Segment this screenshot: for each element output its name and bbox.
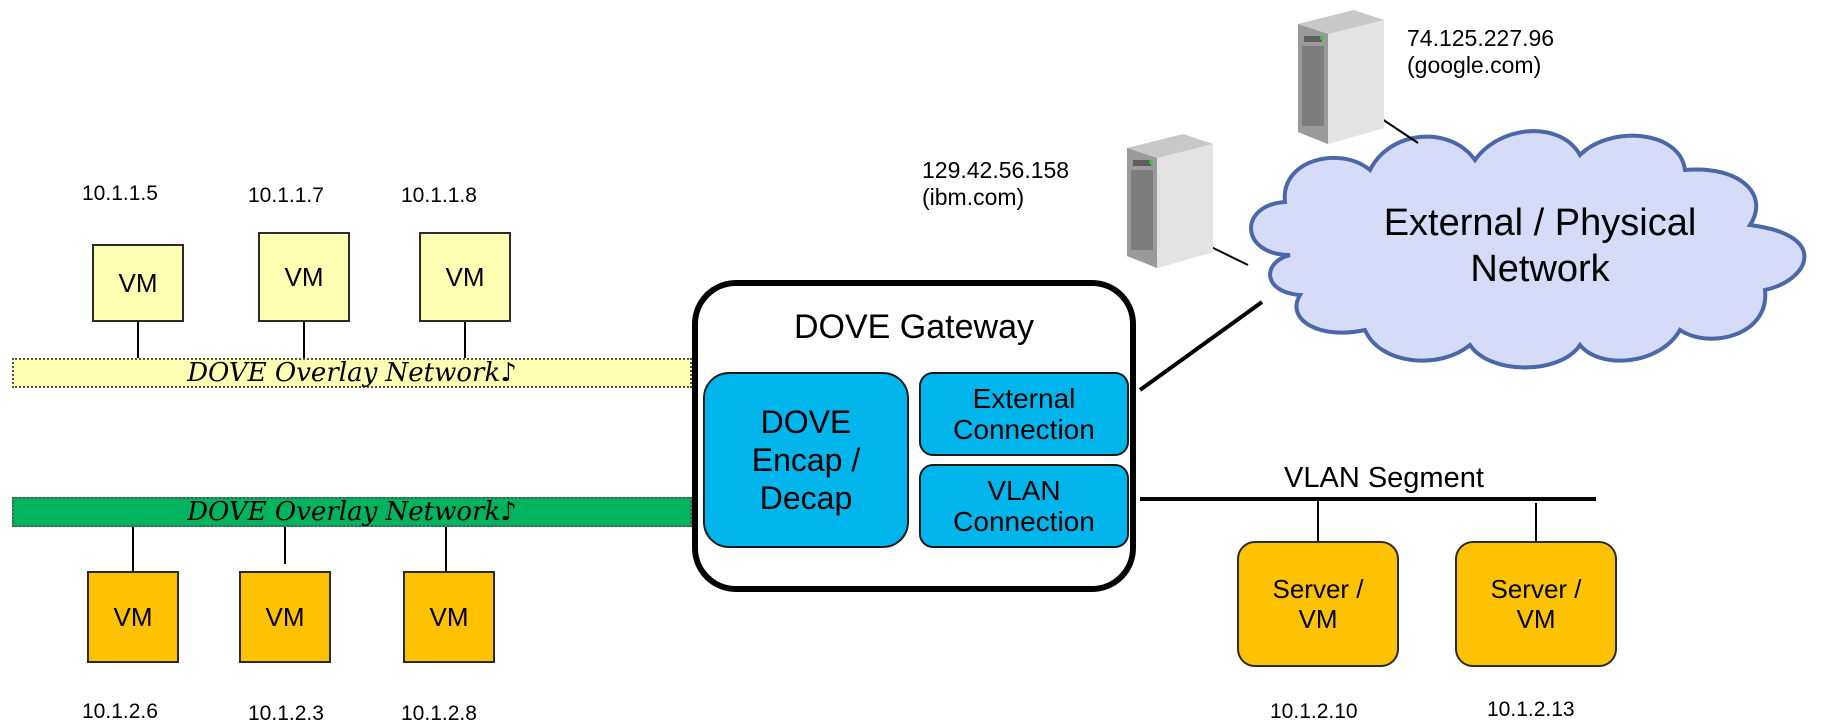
connector-line bbox=[1138, 300, 1264, 392]
server-vm-node[interactable]: Server /VM bbox=[1455, 541, 1617, 667]
external-connection-block[interactable]: External Connection bbox=[919, 372, 1129, 456]
vm-node[interactable]: VM bbox=[403, 571, 495, 663]
overlay-network-band-bottom: DOVE Overlay Network♪ bbox=[12, 497, 692, 527]
server-tower-icon bbox=[1298, 10, 1384, 144]
vlan-connection-block[interactable]: VLAN Connection bbox=[919, 464, 1129, 548]
external-network-label: External / Physical Network bbox=[1383, 202, 1697, 290]
gateway-title: DOVE Gateway bbox=[794, 308, 1034, 346]
vm-node[interactable]: VM bbox=[258, 232, 350, 322]
server-ip-label: 129.42.56.158 (ibm.com) bbox=[922, 157, 1070, 210]
vm-ip-label: 10.1.2.6 bbox=[82, 700, 158, 723]
dove-gateway[interactable]: DOVE Gateway DOVE Encap / Decap External… bbox=[692, 280, 1136, 592]
encap-line: DOVE bbox=[760, 404, 852, 440]
encap-line: Encap / bbox=[751, 442, 861, 478]
encap-line: Decap bbox=[759, 480, 853, 516]
vm-ip-label: 10.1.1.7 bbox=[248, 184, 324, 207]
vlan-connection-line: Connection bbox=[953, 506, 1095, 537]
vm-node[interactable]: VM bbox=[419, 232, 511, 322]
vm-node[interactable]: VM bbox=[239, 571, 331, 663]
vlan-connection-line: VLAN bbox=[987, 475, 1061, 506]
server-tower-icon bbox=[1127, 134, 1213, 268]
server-ip-label: 10.1.2.10 bbox=[1270, 700, 1358, 723]
server-ip-label: 74.125.227.96 (google.com) bbox=[1407, 25, 1555, 78]
encap-decap-block[interactable]: DOVE Encap / Decap bbox=[703, 372, 909, 548]
vm-ip-label: 10.1.2.3 bbox=[248, 702, 324, 725]
vm-node[interactable]: VM bbox=[87, 571, 179, 663]
vm-ip-label: 10.1.1.5 bbox=[82, 182, 158, 205]
external-connection-line: Connection bbox=[953, 414, 1095, 445]
external-connection-line: External bbox=[972, 383, 1076, 414]
vlan-segment-label: VLAN Segment bbox=[1284, 462, 1484, 494]
vm-ip-label: 10.1.2.8 bbox=[401, 702, 477, 725]
external-network-cloud bbox=[1249, 129, 1807, 370]
overlay-network-band-top: DOVE Overlay Network♪ bbox=[12, 358, 692, 388]
server-ip-label: 10.1.2.13 bbox=[1487, 698, 1575, 721]
vm-ip-label: 10.1.1.8 bbox=[401, 184, 477, 207]
server-vm-node[interactable]: Server /VM bbox=[1237, 541, 1399, 667]
vm-node[interactable]: VM bbox=[92, 244, 184, 322]
